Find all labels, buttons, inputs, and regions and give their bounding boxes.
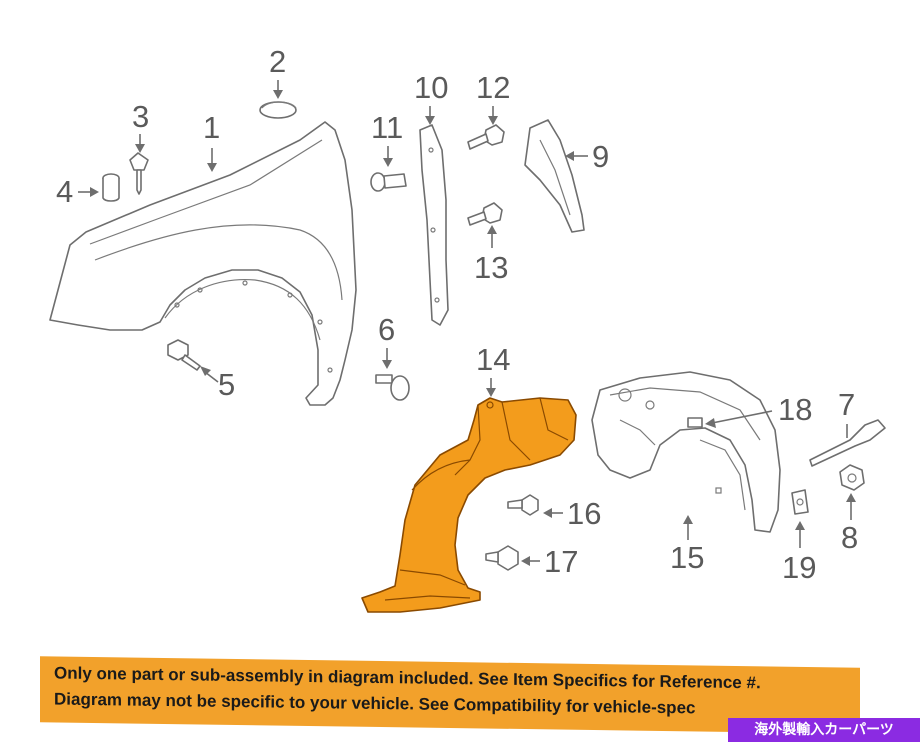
callout-5: 5 [218, 367, 235, 402]
callout-13: 13 [474, 250, 508, 285]
callout-14: 14 [476, 342, 510, 377]
bracket-part [809, 419, 886, 467]
callout-19: 19 [782, 550, 816, 585]
parts-diagram: 1 2 3 4 5 6 7 [49, 44, 886, 613]
callout-17: 17 [544, 544, 578, 579]
retainer-part [791, 489, 809, 515]
callout-11: 11 [371, 110, 403, 145]
splash-strip-part [419, 124, 449, 326]
fender-part [49, 121, 357, 406]
callout-16: 16 [567, 496, 601, 531]
disclaimer-line-1: Only one part or sub-assembly in diagram… [54, 663, 761, 693]
bolt-part-16 [507, 494, 539, 516]
callout-2: 2 [269, 44, 286, 79]
plug-part [259, 101, 297, 119]
callout-9: 9 [592, 139, 609, 174]
callout-10: 10 [414, 70, 448, 105]
bolt-part-12 [467, 124, 505, 150]
push-clip-part [375, 374, 410, 401]
callout-15: 15 [670, 540, 704, 575]
wheelhouse-part [591, 371, 781, 533]
fender-liner-part[interactable] [361, 397, 577, 613]
seller-watermark: 海外製輸入カーパーツ [728, 718, 920, 742]
nut-part [839, 464, 865, 491]
bushing-part [102, 173, 120, 202]
callout-7: 7 [838, 387, 855, 422]
screw-part [129, 152, 149, 195]
bolt-part-13 [467, 202, 503, 226]
callout-3: 3 [132, 99, 149, 134]
bolt-part-5 [167, 339, 201, 371]
callout-4: 4 [56, 174, 73, 209]
clip-part-18 [687, 417, 703, 428]
callout-18: 18 [778, 392, 812, 427]
callout-6: 6 [378, 312, 395, 347]
callout-12: 12 [476, 70, 510, 105]
rivet-part [370, 172, 407, 192]
insulator-part [524, 119, 585, 233]
bolt-part-17 [485, 545, 519, 571]
callout-8: 8 [841, 520, 858, 555]
disclaimer-line-2: Diagram may not be specific to your vehi… [54, 689, 696, 718]
callout-1: 1 [203, 110, 220, 145]
